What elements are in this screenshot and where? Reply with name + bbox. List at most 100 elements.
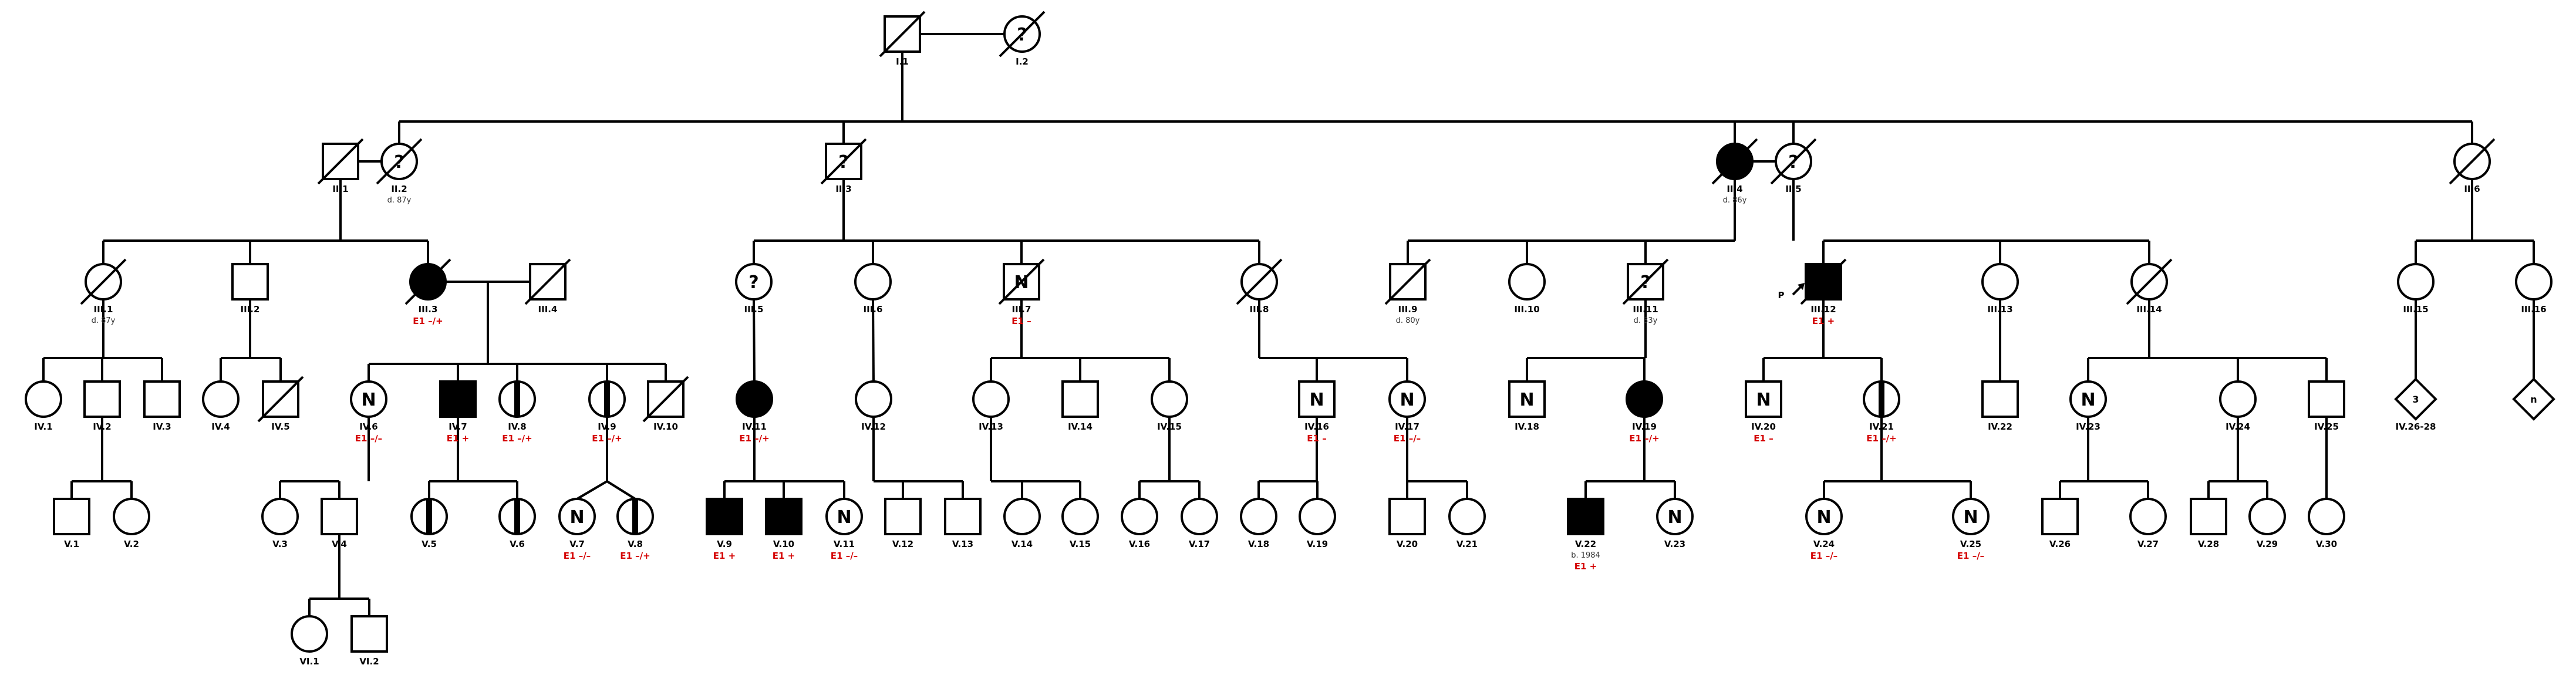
individual-id-label: IV.23 [2076, 421, 2100, 432]
individual-id-label: V.10 [773, 539, 794, 549]
individual-iii-1: III.1d. 87y [80, 258, 127, 325]
female-symbol [2219, 380, 2257, 418]
female-symbol [2308, 498, 2345, 535]
individual-id-label: III.16 [2521, 304, 2546, 315]
genotype-label: E1 + [447, 433, 469, 444]
individual-iv-9: IV.9E1 –/+ [588, 380, 626, 444]
proband-arrow-icon [1792, 283, 1805, 296]
genotype-label: E1 –/+ [1866, 433, 1896, 444]
individual-id-label: V.4 [332, 539, 347, 549]
individual-v-6: V.6 [498, 498, 536, 549]
individual-id-label: III.5 [744, 304, 764, 315]
female-symbol [736, 380, 773, 418]
individual-id-label: III.15 [2403, 304, 2428, 315]
female-symbol [1299, 498, 1336, 535]
female-symbol [854, 263, 892, 301]
individual-id-label: IV.4 [211, 421, 230, 432]
female-symbol [113, 498, 150, 535]
life-note: d. 87y [387, 196, 412, 205]
male-symbol [765, 498, 803, 535]
individual-id-label: VI.2 [359, 656, 379, 667]
individual-id-label: II.5 [1785, 184, 1801, 194]
individual-id-label: IV.15 [1157, 421, 1182, 432]
individual-iv-12: IV.12 [855, 380, 892, 432]
individual-id-label: IV.24 [2226, 421, 2250, 432]
female-symbol [1061, 498, 1099, 535]
individual-iv-15: IV.15 [1151, 380, 1188, 432]
pedigree-lines [42, 33, 2535, 616]
individual-iv-3: IV.3 [143, 380, 181, 432]
genotype-label: E1 + [773, 551, 795, 561]
male-symbol [321, 498, 358, 535]
individual-id-label: IV.10 [653, 421, 678, 432]
individual-iv-24: IV.24 [2219, 380, 2257, 432]
individual-id-label: V.24 [1813, 539, 1835, 549]
individual-v-8: V.8 E1 –/+ [616, 498, 654, 561]
deceased-slash [80, 258, 127, 305]
individual-id-label: IV.19 [1632, 421, 1657, 432]
deceased-slash [376, 138, 423, 185]
individual-v-13: V.13 [944, 498, 982, 549]
deceased-slash [879, 11, 926, 58]
individual-iii-2: III.2 [231, 263, 269, 315]
individual-id-label: V.30 [2316, 539, 2337, 549]
deceased-slash [257, 376, 304, 423]
male-symbol [1061, 380, 1099, 418]
male-symbol [1745, 380, 1782, 418]
female-symbol [1981, 263, 2019, 301]
individual-id-label: V.8 [628, 539, 643, 549]
individual-id-label: V.15 [1070, 539, 1091, 549]
genotype-label: E1 –/– [1957, 551, 1984, 561]
individual-id-label: IV.13 [979, 421, 1003, 432]
deceased-slash [1770, 138, 1817, 185]
individual-id-label: V.2 [124, 539, 139, 549]
individual-id-label: V.13 [952, 539, 973, 549]
individual-iii-15: III.15 [2397, 263, 2435, 315]
male-symbol [1298, 380, 1336, 418]
deceased-slash [1622, 258, 1669, 305]
unknown-sex-symbol [2512, 377, 2555, 421]
male-symbol [1508, 380, 1546, 418]
individual-id-label: IV.22 [1988, 421, 2012, 432]
male-symbol [143, 380, 181, 418]
female-symbol [2129, 498, 2167, 535]
individual-id-label: I.1 [896, 56, 909, 67]
individual-id-label: I.2 [1016, 56, 1029, 67]
individual-ii-6: II.6 [2449, 138, 2496, 194]
male-symbol [706, 498, 743, 535]
female-symbol [1508, 263, 1546, 301]
carrier-bar [632, 500, 638, 533]
symbol-mark: N [2081, 390, 2095, 410]
symbol-mark: N [1963, 507, 1978, 528]
female-symbol [1181, 498, 1218, 535]
individual-ii-1: II.1 [317, 138, 364, 194]
carrier-bar [426, 500, 432, 533]
individual-v-5: V.5 [410, 498, 448, 549]
deceased-slash [998, 258, 1045, 305]
individual-id-label: V.18 [1248, 539, 1269, 549]
individual-iii-11: ?III.11d. 33y [1622, 258, 1669, 325]
female-symbol [2248, 498, 2286, 535]
individual-iv-1: IV.1 [25, 380, 62, 432]
individual-id-label: V.26 [2049, 539, 2071, 549]
individual-iv-13: IV.13 [972, 380, 1010, 432]
individual-id-label: II.3 [835, 184, 851, 194]
individual-v-21: V.21 [1448, 498, 1486, 549]
individual-iii-10: III.10 [1508, 263, 1546, 315]
individual-id-label: II.4 [1727, 184, 1742, 194]
individual-id-label: V.5 [422, 539, 437, 549]
individual-v-1: V.1 [53, 498, 90, 549]
individual-id-label: III.6 [864, 304, 883, 315]
male-symbol [439, 380, 477, 418]
individual-id-label: IV.14 [1068, 421, 1093, 432]
individual-id-label: IV.3 [153, 421, 171, 432]
female-symbol [1448, 498, 1486, 535]
individual-id-label: III.8 [1250, 304, 1269, 315]
individual-v-9: V.9E1 + [706, 498, 743, 561]
individual-id-label: III.2 [241, 304, 260, 315]
male-symbol [1981, 380, 2019, 418]
genotype-label: E1 –/+ [620, 551, 650, 561]
deceased-slash [1384, 258, 1431, 305]
